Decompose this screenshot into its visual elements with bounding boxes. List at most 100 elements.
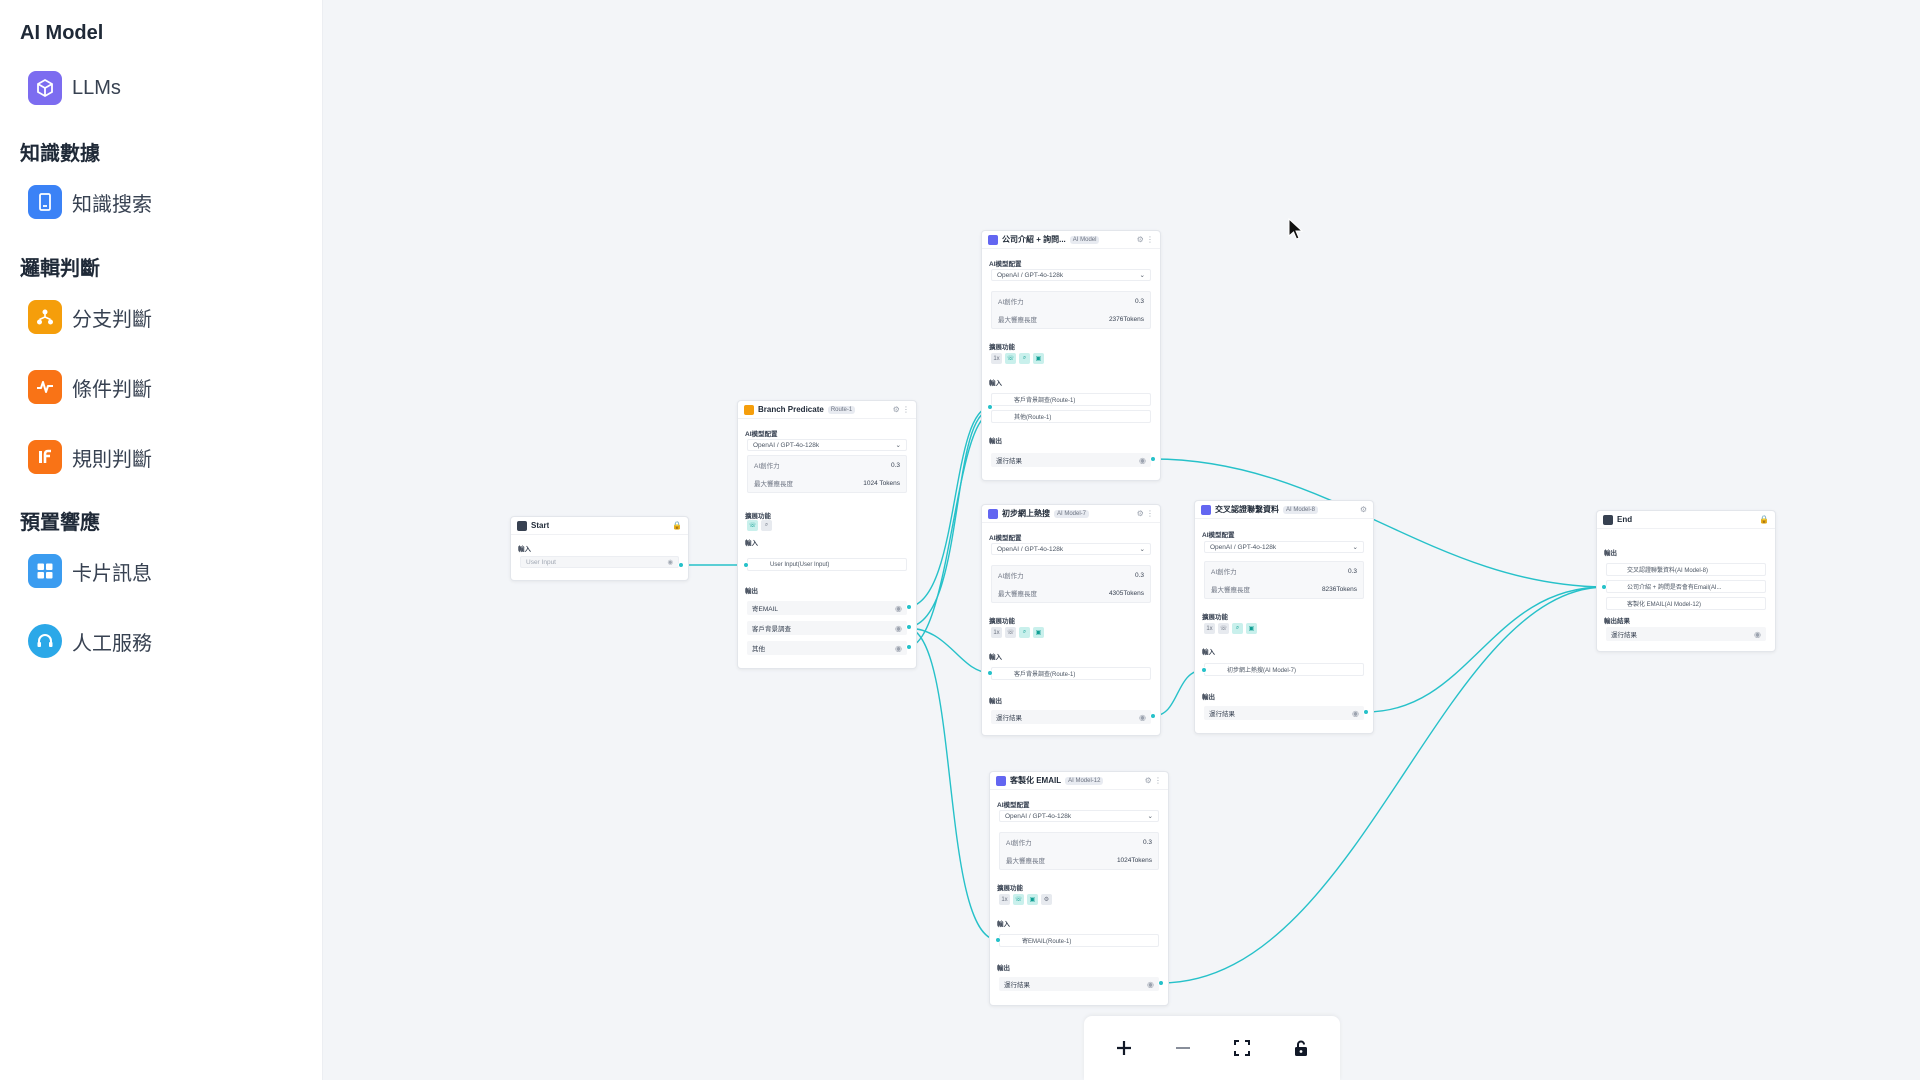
eye-icon[interactable]: ◉	[1139, 455, 1146, 465]
model-select[interactable]: OpenAI / GPT-4o-128k⌄	[991, 543, 1151, 555]
section-title-knowledge: 知識數據	[20, 143, 100, 165]
code-icon[interactable]: 1x	[999, 894, 1010, 905]
palette-item-label: 人工服務	[72, 632, 152, 655]
result-label: 輸出結果	[1604, 618, 1630, 625]
input-port[interactable]	[1601, 584, 1607, 590]
model-select[interactable]: OpenAI / GPT-4o-128k⌄	[991, 269, 1151, 281]
ext-tools: ☏⌕	[747, 520, 772, 531]
output-port[interactable]	[1363, 709, 1369, 715]
input-field[interactable]: User Input(User Input)	[747, 558, 907, 571]
end-input-field[interactable]: 公司介紹 + 詢問是否會有Email(AI...	[1606, 580, 1766, 593]
zoom-in-button[interactable]	[1104, 1028, 1144, 1068]
search-icon[interactable]: ⌕	[1232, 623, 1243, 634]
image-icon[interactable]: ▣	[1027, 894, 1038, 905]
node-company-intro[interactable]: 公司介紹 + 詢問...AI Model⚙ ⋮ AI模型配置 OpenAI / …	[981, 230, 1161, 481]
eye-icon[interactable]: ◉	[667, 559, 673, 566]
output-result[interactable]: 運行結果◉	[1204, 706, 1364, 720]
output-port[interactable]	[1158, 980, 1164, 986]
lock-icon[interactable]: 🔒	[672, 521, 682, 530]
route-output-background[interactable]: 客戶背景調查◉	[747, 621, 907, 635]
settings-icon[interactable]: ⚙ ⋮	[1136, 509, 1154, 518]
output-port[interactable]	[1150, 713, 1156, 719]
end-icon	[1603, 514, 1613, 525]
input-port[interactable]	[987, 404, 993, 410]
eye-icon[interactable]: ◉	[895, 623, 902, 633]
end-result[interactable]: 運行結果◉	[1606, 627, 1766, 641]
settings-icon[interactable]: ⚙ ⋮	[1144, 776, 1162, 785]
input-port[interactable]	[743, 562, 749, 568]
palette-item-card-message[interactable]: 卡片訊息	[28, 551, 152, 591]
settings-icon[interactable]: ⚙ ⋮	[892, 405, 910, 414]
code-icon[interactable]: 1x	[991, 353, 1002, 364]
input-port[interactable]	[995, 937, 1001, 943]
code-icon[interactable]: 1x	[991, 627, 1002, 638]
input-field[interactable]: 初步網上熱搜(AI Model-7)	[1204, 663, 1364, 676]
output-port[interactable]	[1150, 456, 1156, 462]
output-result[interactable]: 運行結果◉	[999, 977, 1159, 991]
input-field[interactable]: 其他(Route-1)	[991, 410, 1151, 423]
output-result[interactable]: 運行結果◉	[991, 453, 1151, 467]
model-select[interactable]: OpenAI / GPT-4o-128k⌄	[1204, 541, 1364, 553]
phone-icon[interactable]: ☏	[747, 520, 758, 531]
settings-icon[interactable]: ⚙ ⋮	[1136, 235, 1154, 244]
code-icon[interactable]: 1x	[1204, 623, 1215, 634]
image-icon[interactable]: ▣	[1033, 627, 1044, 638]
output-port[interactable]	[906, 604, 912, 610]
zoom-out-button[interactable]	[1163, 1028, 1203, 1068]
input-port[interactable]	[987, 670, 993, 676]
image-icon[interactable]: ▣	[1246, 623, 1257, 634]
node-end[interactable]: End🔒 輸出 交叉認證聯繫資料(AI Model-8) 公司介紹 + 詢問是否…	[1596, 510, 1776, 652]
mouse-cursor-icon	[1288, 218, 1304, 240]
image-icon[interactable]: ▣	[1033, 353, 1044, 364]
eye-icon[interactable]: ◉	[1352, 708, 1359, 718]
fit-view-button[interactable]	[1222, 1028, 1262, 1068]
gear-icon[interactable]: ⚙	[1041, 894, 1052, 905]
search-icon[interactable]: ⌕	[1019, 353, 1030, 364]
eye-icon[interactable]: ◉	[1754, 629, 1761, 639]
model-select[interactable]: OpenAI / GPT-4o-128k⌄	[999, 810, 1159, 822]
phone-icon[interactable]: ☏	[1218, 623, 1229, 634]
input-field[interactable]: 客戶背景調查(Route-1)	[991, 393, 1151, 406]
output-port[interactable]	[906, 644, 912, 650]
model-select[interactable]: OpenAI / GPT-4o-128k⌄	[747, 439, 907, 451]
palette-item-branch[interactable]: 分支判斷	[28, 297, 152, 337]
phone-icon[interactable]: ☏	[1013, 894, 1024, 905]
palette-item-human-service[interactable]: 人工服務	[28, 621, 152, 661]
eye-icon[interactable]: ◉	[895, 603, 902, 613]
input-label: 輸入	[1202, 649, 1215, 656]
end-input-field[interactable]: 交叉認證聯繫資料(AI Model-8)	[1606, 563, 1766, 576]
branch-icon	[28, 300, 62, 334]
input-field[interactable]: 寄EMAIL(Route-1)	[999, 934, 1159, 947]
palette-item-condition[interactable]: 條件判斷	[28, 367, 152, 407]
eye-icon[interactable]: ◉	[1147, 979, 1154, 989]
ext-tools: 1x☏⌕▣	[991, 353, 1044, 364]
node-tag: AI Model	[1069, 235, 1100, 244]
input-port[interactable]	[1201, 667, 1207, 673]
end-input-field[interactable]: 客製化 EMAIL(AI Model-12)	[1606, 597, 1766, 610]
search-icon[interactable]: ⌕	[1019, 627, 1030, 638]
palette-item-llms[interactable]: LLMs	[28, 68, 121, 108]
route-output-other[interactable]: 其他◉	[747, 641, 907, 655]
user-input-field[interactable]: User Input◉	[520, 556, 679, 568]
output-port[interactable]	[906, 624, 912, 630]
palette-item-knowledge-search[interactable]: 知識搜索	[28, 182, 152, 222]
input-field[interactable]: 客戶背景調查(Route-1)	[991, 667, 1151, 680]
output-result[interactable]: 運行結果◉	[991, 710, 1151, 724]
settings-icon[interactable]: ⚙	[1359, 505, 1367, 514]
palette-item-rule[interactable]: 規則判斷	[28, 437, 152, 477]
output-port[interactable]	[678, 562, 684, 568]
node-start[interactable]: Start🔒 輸入 User Input◉	[510, 516, 689, 581]
search-icon[interactable]: ⌕	[761, 520, 772, 531]
phone-icon[interactable]: ☏	[1005, 353, 1016, 364]
route-output-email[interactable]: 寄EMAIL◉	[747, 601, 907, 615]
eye-icon[interactable]: ◉	[1139, 712, 1146, 722]
phone-icon[interactable]: ☏	[1005, 627, 1016, 638]
lock-canvas-button[interactable]	[1281, 1028, 1321, 1068]
lock-icon[interactable]: 🔒	[1759, 515, 1769, 524]
ext-label: 擴展功能	[1202, 614, 1228, 621]
eye-icon[interactable]: ◉	[895, 643, 902, 653]
